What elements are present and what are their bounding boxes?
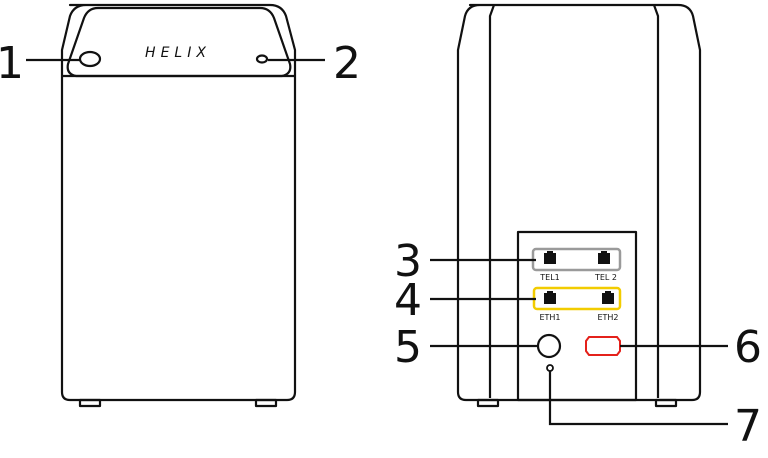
front-foot-left (78, 398, 102, 408)
front-button-small (255, 54, 269, 64)
back-round-button (536, 333, 562, 359)
power-connector (585, 336, 621, 356)
back-side-rail-left (488, 4, 496, 398)
reset-pinhole (546, 364, 554, 372)
callout-number-7: 7 (734, 401, 762, 452)
front-foot-right (254, 398, 278, 408)
eth1-port-icon (544, 291, 556, 304)
eth2-port-icon (602, 291, 614, 304)
back-body-outline (456, 3, 702, 402)
front-button-large (78, 50, 102, 68)
front-body-outline (60, 3, 297, 402)
eth1-label: ETH1 (539, 313, 560, 322)
tel2-label: TEL 2 (594, 273, 617, 282)
callout-number-5: 5 (394, 322, 422, 373)
front-top-panel (66, 6, 292, 78)
back-foot-right (654, 398, 678, 408)
back-port-panel (516, 230, 638, 402)
callout-number-6: 6 (734, 322, 762, 373)
callout-number-3: 3 (394, 236, 422, 287)
back-side-rail-right (652, 4, 660, 398)
back-foot-left (476, 398, 500, 408)
tel1-label: TEL1 (539, 273, 560, 282)
callout-number-2: 2 (333, 38, 361, 89)
callout-line-7 (548, 371, 728, 426)
callout-number-4: 4 (394, 275, 422, 326)
eth2-label: ETH2 (597, 313, 618, 322)
front-view (60, 3, 297, 408)
callout-number-1: 1 (0, 38, 24, 89)
tel2-port-icon (598, 251, 610, 264)
tel1-port-icon (544, 251, 556, 264)
front-brand-logo: HELIX (145, 45, 211, 61)
back-view (456, 3, 702, 408)
